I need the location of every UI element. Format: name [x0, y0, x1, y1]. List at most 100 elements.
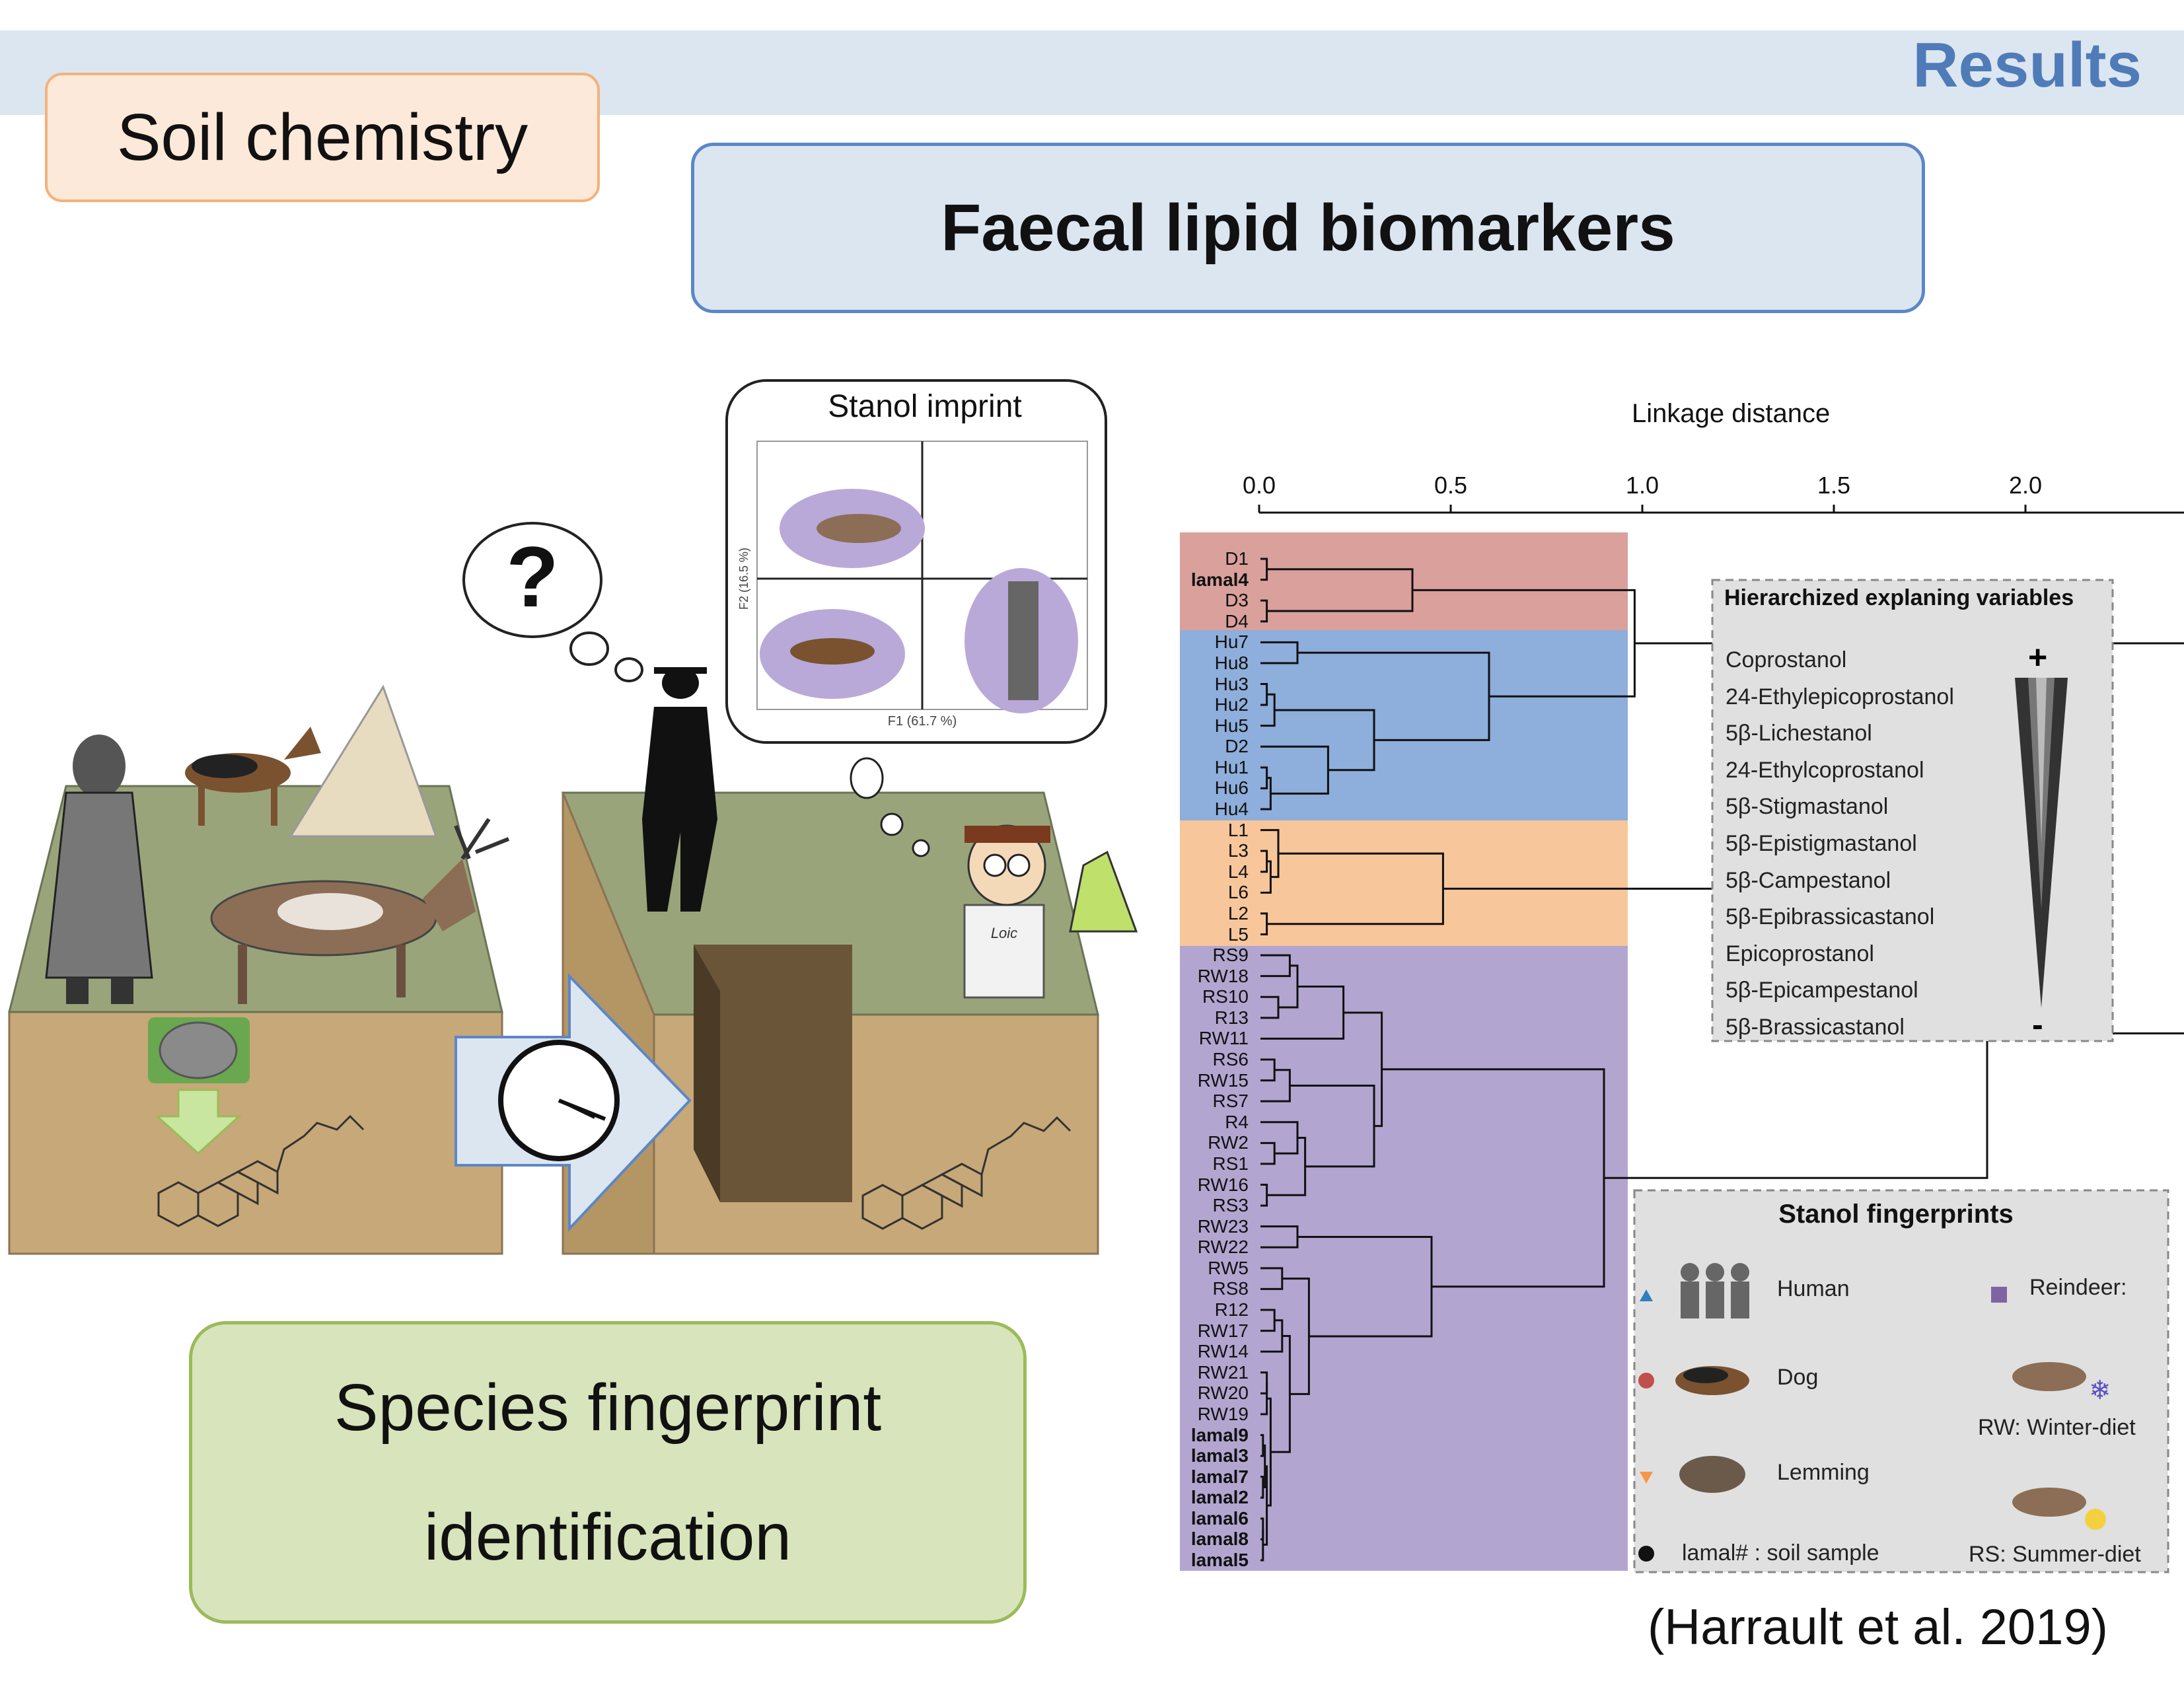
- leaf-label: L4: [1227, 861, 1249, 882]
- leaf-label: Hu7: [1214, 631, 1249, 653]
- leaf-label: RS6: [1212, 1049, 1249, 1069]
- hierarchized-item: 5β-Campestanol: [1726, 867, 1891, 893]
- lemming-icon: [1679, 1456, 1745, 1493]
- dog-marker: [1638, 1373, 1654, 1388]
- species-fingerprint-line1: Species fingerprint: [334, 1371, 882, 1445]
- leaf-label: R12: [1214, 1299, 1249, 1320]
- axis-tick-label: 0.0: [1242, 472, 1276, 499]
- leaf-label: D2: [1225, 736, 1249, 757]
- down-arrow-icon: [155, 1089, 242, 1155]
- plus-sign: +: [2028, 639, 2048, 676]
- f2-axis-label: F2 (16.5 %): [737, 548, 750, 610]
- leaf-label: RW11: [1198, 1028, 1249, 1049]
- leaf-label: Hu1: [1214, 756, 1249, 777]
- lemming-marker: [1640, 1472, 1653, 1484]
- dog-icon: [185, 727, 321, 826]
- species-fingerprint-line2: identification: [424, 1500, 791, 1574]
- scientist-icon: Loic: [963, 824, 1138, 999]
- leaf-label: RW18: [1197, 965, 1249, 986]
- time-arrow: [455, 973, 692, 1233]
- sterol-molecule-icon: [157, 1114, 365, 1227]
- dendrogram-link: [1260, 558, 1268, 581]
- dendrogram-link: [1412, 589, 1636, 698]
- lemming-cluster-band: [1180, 820, 1628, 946]
- linkage-distance-title: Linkage distance: [1632, 399, 1831, 428]
- leaf-label: L5: [1227, 923, 1249, 945]
- dendrogram-link: [1260, 766, 1268, 789]
- soil-chemistry-box: Soil chemistry: [45, 73, 600, 202]
- fingerprints-panel: ❄: [1633, 1189, 2169, 1573]
- svg-text:?: ?: [506, 528, 558, 625]
- leaf-label: RS8: [1212, 1278, 1249, 1299]
- leaf-label: RW17: [1197, 1320, 1249, 1341]
- sun-icon: [2085, 1509, 2106, 1530]
- leaf-label: RW19: [1197, 1403, 1249, 1424]
- leaf-label: RW22: [1197, 1237, 1249, 1258]
- hierarchized-item: 5β-Epibrassicastanol: [1726, 904, 1935, 930]
- illustration-svg: ? Loic: [8, 379, 1138, 1255]
- dendrogram-link: [1260, 599, 1268, 623]
- hierarchized-item: 5β-Epicampestanol: [1726, 978, 1918, 1003]
- leaf-label: lamal4: [1190, 569, 1249, 590]
- stanol-molecule-icon: [861, 1116, 1072, 1230]
- citation: (Harrault et al. 2019): [1648, 1599, 2108, 1655]
- axis-tick-label: 1.5: [1817, 472, 1851, 499]
- leaf-label: RS3: [1212, 1195, 1249, 1216]
- hierarchized-title: Hierarchized explaning variables: [1724, 585, 2074, 610]
- leaf-label: RW16: [1197, 1174, 1249, 1195]
- legend-lemming: Lemming: [1777, 1460, 1870, 1485]
- dendrogram-link: [1260, 693, 1276, 727]
- leaf-label: Hu5: [1214, 715, 1249, 736]
- legend-summer-diet: RS: Summer-diet: [1969, 1542, 2141, 1567]
- reindeer-icon: [210, 818, 510, 1004]
- reindeer-cluster-band: [1180, 946, 1628, 1571]
- leaf-label: D1: [1225, 548, 1249, 569]
- leaf-label: L6: [1227, 882, 1249, 903]
- dendrogram-link: [1260, 912, 1268, 935]
- dendrogram-link: [1262, 1465, 1268, 1546]
- leaf-label: RS7: [1212, 1091, 1249, 1112]
- faeces-sample-icon: [159, 1021, 238, 1079]
- legend-dog: Dog: [1777, 1365, 1819, 1390]
- leaf-label: lamal9: [1190, 1424, 1249, 1445]
- dog-legend-icon: [1675, 1366, 1749, 1395]
- dendrogram-link: [1260, 1383, 1268, 1416]
- inuit-person-icon: [45, 735, 153, 1004]
- leaf-label: Hu6: [1214, 777, 1249, 799]
- species-fingerprint-box: Species fingerprint identification: [189, 1321, 1027, 1624]
- leaf-label: L1: [1227, 819, 1249, 840]
- tipi-icon: [289, 684, 438, 838]
- dendrogram-link: [1260, 1058, 1276, 1082]
- axis-tick-label: 2.0: [2008, 472, 2043, 499]
- leaf-label: lamal3: [1190, 1445, 1249, 1466]
- soil-sample-marker: [1638, 1546, 1654, 1562]
- leaf-label: lamal7: [1190, 1466, 1249, 1487]
- dendrogram-link: [1266, 852, 1444, 925]
- legend-winter-diet: RW: Winter-diet: [1978, 1415, 2136, 1440]
- hierarchized-item: 5β-Brassicastanol: [1726, 1015, 1905, 1040]
- legend-reindeer: Reindeer:: [2029, 1275, 2127, 1300]
- leaf-label: L3: [1227, 840, 1249, 861]
- scientist-badge: Loic: [991, 925, 1017, 941]
- human-icon: [1681, 1263, 1749, 1318]
- axis-tick-label: 0.5: [1434, 472, 1468, 499]
- results-title: Results: [1912, 30, 2142, 100]
- dendrogram-svg: [1180, 505, 2184, 1571]
- excavation-pit: [694, 945, 852, 1202]
- leaf-label: D3: [1225, 590, 1249, 611]
- axis-tick-label: 1.0: [1625, 472, 1659, 499]
- dendrogram-link: [1260, 849, 1268, 873]
- stanol-imprint-panel: F1 (61.7 %) F2 (16.5 %): [725, 379, 1107, 744]
- leaf-label: lamal6: [1190, 1507, 1249, 1529]
- leaf-label: R4: [1225, 1111, 1249, 1132]
- hierarchized-item: 5β-Lichestanol: [1726, 721, 1872, 746]
- hierarchized-item: 24-Ethylepicoprostanol: [1726, 684, 1954, 709]
- leaf-label: Hu2: [1214, 694, 1249, 715]
- dendrogram-link: [1260, 985, 1345, 1040]
- leaf-label: RW2: [1208, 1132, 1249, 1153]
- legend-human: Human: [1777, 1276, 1850, 1301]
- leaf-label: L2: [1227, 902, 1249, 923]
- faecal-lipid-biomarkers-box: Faecal lipid biomarkers: [691, 143, 1925, 313]
- leaf-label: Hu8: [1214, 652, 1249, 673]
- dendrogram-link: [1260, 1184, 1268, 1207]
